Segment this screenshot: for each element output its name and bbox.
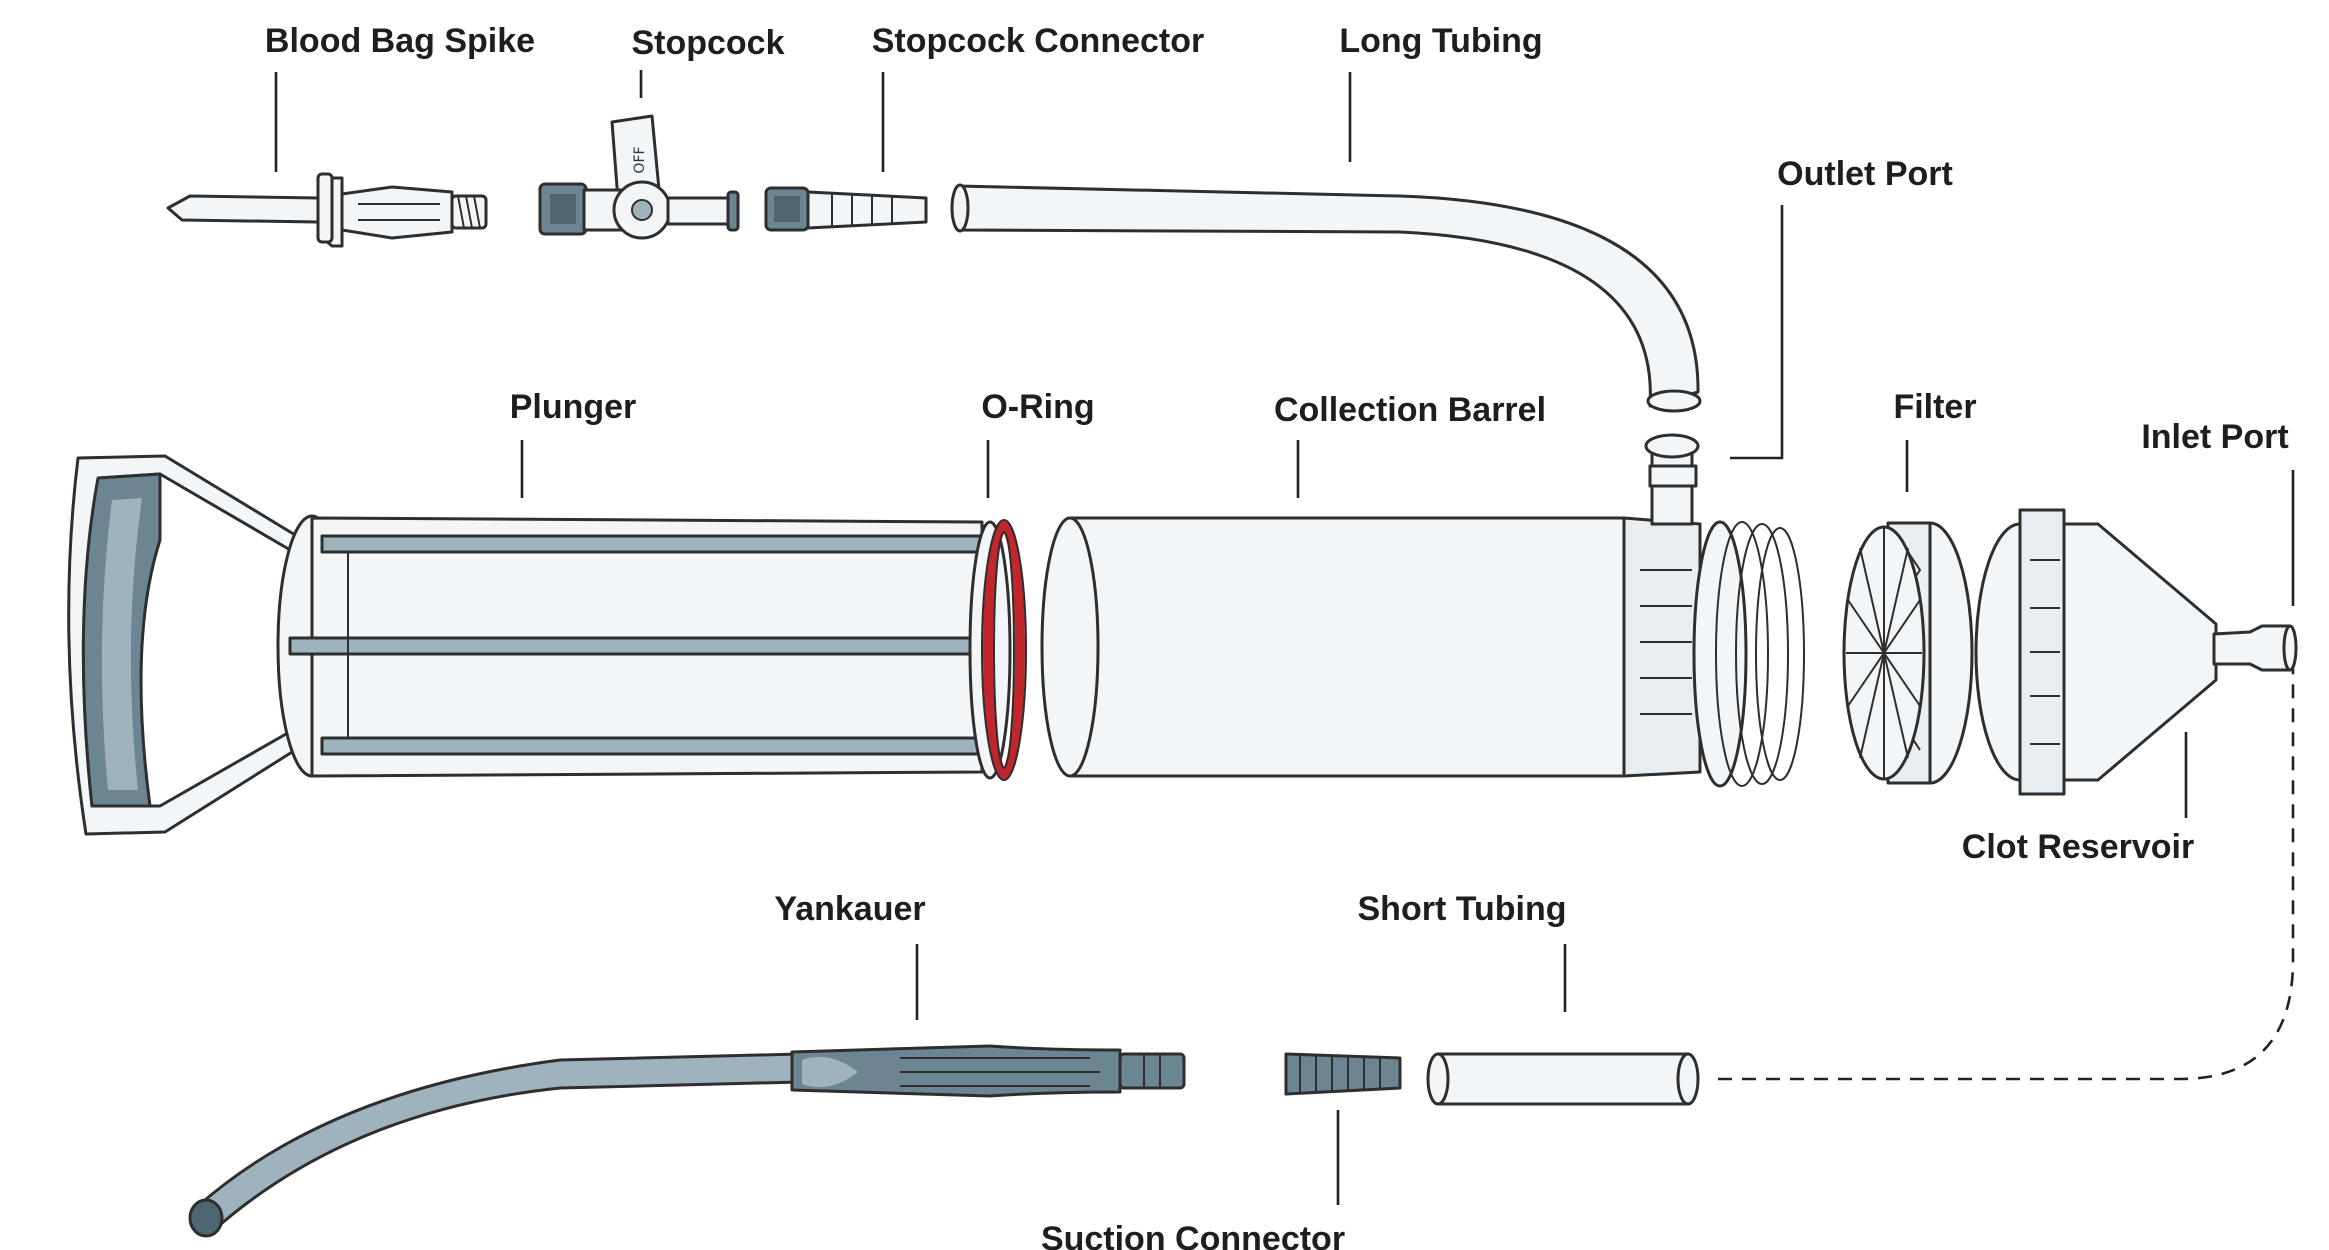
label-suction-connector: Suction Connector [1041, 1220, 1345, 1250]
label-plunger: Plunger [510, 388, 637, 426]
label-blood-bag-spike: Blood Bag Spike [265, 22, 535, 60]
label-clot-reservoir: Clot Reservoir [1962, 828, 2194, 866]
filter-part [1842, 521, 1974, 785]
long-tubing-part [950, 183, 1702, 413]
clot-reservoir-part [1974, 508, 2298, 796]
dashed-connection-line [1718, 668, 2295, 1081]
label-filter: Filter [1893, 388, 1976, 426]
suction-connector-part [1284, 1052, 1402, 1096]
label-stopcock: Stopcock [631, 24, 784, 62]
label-short-tubing: Short Tubing [1358, 890, 1567, 928]
label-inlet-port: Inlet Port [2141, 418, 2288, 456]
svg-text:OFF: OFF [632, 146, 648, 173]
label-yankauer: Yankauer [774, 890, 925, 928]
blood-bag-spike-part [166, 172, 488, 248]
short-tubing-part [1426, 1052, 1700, 1106]
o-ring-part [983, 521, 1025, 779]
label-collection-barrel: Collection Barrel [1274, 391, 1546, 429]
yankauer-part [188, 1044, 1186, 1238]
leader-lines [274, 70, 2295, 1205]
plunger-part [67, 454, 1027, 836]
label-o-ring: O-Ring [981, 388, 1094, 426]
stopcock-connector-part [764, 186, 928, 232]
label-outlet-port: Outlet Port [1777, 155, 1953, 193]
label-stopcock-connector: Stopcock Connector [872, 22, 1204, 60]
stopcock-part: OFF [538, 114, 740, 240]
collection-barrel-part [1040, 433, 1805, 788]
label-long-tubing: Long Tubing [1339, 22, 1542, 60]
